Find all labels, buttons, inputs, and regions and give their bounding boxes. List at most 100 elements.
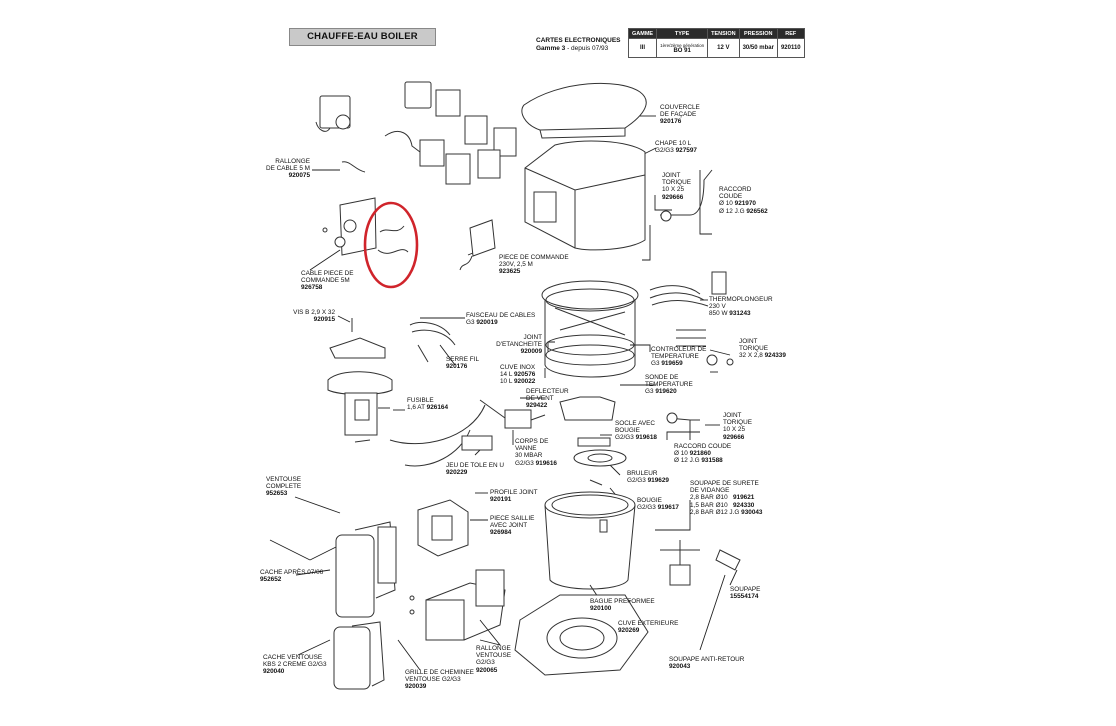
label-soupape-anti-name: SOUPAPE ANTI-RETOUR: [669, 656, 745, 663]
label-soupape-surete-r1: 924330: [732, 501, 755, 509]
control-panels-drawing: [315, 81, 517, 185]
label-rallonge-cable-name: RALLONGE DE CABLE 5 M: [265, 158, 310, 173]
label-grille-ref: 920039: [405, 683, 427, 691]
deflecteur-drawing: [559, 396, 616, 421]
couvercle-drawing: [521, 82, 647, 139]
label-raccord-coude-2-r1: 931588: [701, 457, 723, 465]
cable-plate-drawing: [334, 197, 409, 256]
label-sonde-ref: 919620: [655, 388, 677, 396]
label-chape-ref: 927597: [675, 147, 697, 155]
label-bruleur-name: BRULEUR G2/G3: [627, 470, 658, 485]
label-bougie: BOUGIE G2/G3 919617: [637, 497, 679, 511]
cuve-exterieure-drawing: [544, 491, 636, 590]
cartes-gamme: Gamme 3: [536, 45, 566, 52]
label-joint-torique-1-name: JOINT TORIQUE 10 X 25: [662, 172, 691, 194]
label-couvercle-name: COUVERCLE DE FAÇADE: [660, 104, 700, 119]
label-soupape-name: SOUPAPE: [730, 586, 761, 593]
label-soupape-surete-r0: 919621: [732, 494, 755, 502]
cuve-inox-drawing: [541, 280, 639, 378]
label-joint-torique-2-name: JOINT TORIQUE 32 X 2,8: [739, 338, 768, 360]
label-rallonge-cable-ref: 920075: [288, 172, 310, 180]
bruleur-drawing: [573, 437, 627, 486]
label-chape-name: CHAPE 10 L G2/G3: [655, 140, 692, 155]
label-corps-vanne: CORPS DE VANNE 30 MBAR G2/G3 919616: [515, 438, 557, 467]
label-cuve-inox-r1: 920022: [513, 378, 536, 386]
label-raccord-coude-2-name: RACCORD COUDE: [674, 443, 732, 450]
label-deflecteur-ref: 929422: [526, 402, 548, 410]
label-soupape-surete-r2: 930043: [741, 508, 763, 516]
label-raccord-coude-2-l1: Ø 12 J.G: [674, 457, 700, 465]
label-raccord-coude-1-name: RACCORD COUDE: [719, 186, 752, 201]
label-corps-vanne-ref: 919616: [535, 459, 557, 467]
label-cuve-inox-l1: 10 L: [500, 378, 513, 386]
label-deflecteur-name: DEFLECTEUR DE VENT: [526, 388, 569, 403]
spec-cell-ref: 920110: [776, 38, 805, 58]
label-bougie-name: BOUGIE G2/G3: [637, 497, 662, 512]
label-piece-commande-ref: 923625: [499, 268, 521, 276]
label-raccord-coude-2-l0: Ø 10: [674, 450, 688, 458]
label-cache-ventouse-ref: 920040: [263, 668, 285, 676]
base-plate-drawing: [514, 594, 649, 676]
corps-vanne-drawing: [461, 399, 546, 451]
label-profile-joint-name: PROFILE JOINT: [490, 489, 538, 496]
ventouse-drawing: [333, 499, 506, 690]
label-serre-fil-name: SERRE FIL: [446, 356, 480, 363]
label-cuve-inox-name: CUVE INOX: [500, 364, 536, 371]
label-joint-torique-3-ref: 929666: [723, 433, 745, 441]
label-socle-name: SOCLE AVEC BOUGIE G2/G3: [615, 420, 656, 442]
fusible-drawing: [354, 407, 390, 443]
cartes-title: CARTES ELECTRONIQUES: [536, 37, 621, 44]
label-piece-saillie-ref: 926984: [490, 529, 512, 537]
label-soupape-surete-l2: 2,8 BAR Ø12 J.G: [690, 508, 740, 516]
cartes-caption: CARTES ELECTRONIQUES Gamme 3 - depuis 07…: [536, 37, 621, 53]
rallonge-cable-drawing: [341, 161, 366, 173]
label-soupape-ref: 15554174: [730, 593, 759, 601]
label-soupape-surete-l0: 2,8 BAR Ø10: [690, 494, 728, 502]
label-cuve-ext-name: CUVE EXTERIEURE: [618, 620, 679, 627]
label-chape: CHAPE 10 L G2/G3 927597: [655, 140, 697, 154]
label-serre-fil-ref: 920176: [446, 363, 468, 371]
spec-cell-gamme: III: [627, 38, 658, 58]
label-joint-torique-1-ref: 929666: [662, 193, 684, 201]
label-raccord-coude-1: RACCORD COUDE Ø 10 921970 Ø 12 J.G 92656…: [719, 186, 768, 215]
label-soupape-surete-l1: 1,5 BAR Ø10: [690, 501, 728, 509]
label-vis-ref: 920915: [313, 316, 335, 324]
spec-table: GAMME TYPE TENSION PRESSION REF III 1ère…: [627, 28, 805, 58]
label-ventouse-complete-name: VENTOUSE COMPLETE: [266, 476, 302, 491]
label-corps-vanne-name: CORPS DE VANNE 30 MBAR G2/G3: [515, 438, 549, 467]
label-raccord-coude-1-l0: Ø 10: [719, 200, 733, 208]
spec-cell-tension: 12 V: [707, 38, 740, 58]
label-fusible-ref: 926164: [426, 404, 448, 412]
thermoplongeur-drawing: [649, 271, 734, 366]
label-bague-name: BAGUE PREFORMEE: [590, 598, 655, 605]
label-joint-torique-3-name: JOINT TORIQUE 10 X 25: [723, 412, 752, 434]
label-faisceau-ref: 920019: [476, 319, 498, 327]
label-rallonge-ventouse-name: RALLONGE VENTOUSE G2/G3: [476, 645, 512, 667]
spec-type-note: 1ère/2ème génération: [660, 42, 705, 48]
label-raccord-coude-2: RACCORD COUDE Ø 10 921860 Ø 12 J.G 93158…: [674, 443, 731, 465]
label-faisceau-name: FAISCEAU DE CABLES G3: [466, 312, 536, 327]
label-vis-name: VIS B 2,9 X 32: [293, 309, 335, 316]
control-board-drawing: [327, 318, 393, 436]
label-cable-piece-name: CABLE PIECE DE COMMANDE 5M: [301, 270, 354, 285]
label-jeu-tole-name: JEU DE TOLE EN U: [446, 462, 505, 469]
label-controleur-name: CONTROLEUR DE TEMPERATURE G3: [651, 346, 707, 368]
label-couvercle-ref: 920176: [660, 118, 682, 126]
cartes-since: - depuis 07/93: [565, 45, 609, 52]
label-joint-torique-2-ref: 924339: [764, 352, 786, 360]
